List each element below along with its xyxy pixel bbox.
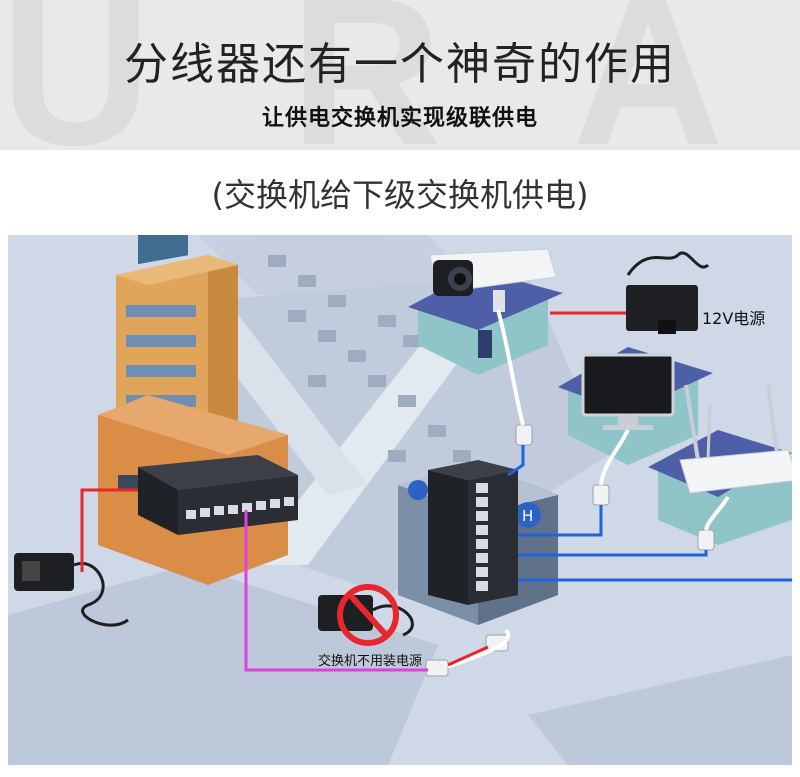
magenta-cable xyxy=(244,510,428,672)
red-cable-splitter xyxy=(447,645,489,667)
diagram-illustration: H xyxy=(8,235,792,765)
left-poe-switch xyxy=(138,455,298,535)
watermark-text: U R A B xyxy=(0,0,800,150)
white-cables xyxy=(447,309,730,669)
power-adapter-disabled xyxy=(318,584,414,646)
red-cable-left xyxy=(80,488,138,572)
wifi-router-icon xyxy=(679,384,792,494)
label-no-power-needed: 交换机不用装电源 xyxy=(318,654,423,669)
monitor-icon xyxy=(581,353,675,430)
svg-text:H: H xyxy=(522,507,533,525)
diagram-caption: (交换机给下级交换机供电) xyxy=(211,176,589,214)
blue-cable-monitor xyxy=(518,505,603,537)
page-title: 分线器还有一个神奇的作用 xyxy=(124,39,676,90)
label-12v-power: 12V电源 xyxy=(702,309,766,328)
page-subtitle: 让供电交换机实现级联供电 xyxy=(261,106,538,131)
house-camera xyxy=(408,270,563,375)
network-cables xyxy=(80,311,792,672)
splitters xyxy=(425,424,715,677)
blue-cable-camera xyxy=(507,445,525,477)
center-poe-switch xyxy=(428,460,518,605)
small-houses xyxy=(268,255,471,462)
network-diagram: H xyxy=(8,235,792,765)
road xyxy=(248,335,478,565)
header-banner: U R A B 分线器还有一个神奇的作用 让供电交换机实现级联供电 xyxy=(0,0,800,150)
ip-camera-icon xyxy=(429,248,557,312)
power-adapter-left xyxy=(14,553,129,627)
blue-cable-router xyxy=(518,550,708,557)
no-icon xyxy=(337,584,399,646)
power-adapter-12v xyxy=(626,251,710,334)
